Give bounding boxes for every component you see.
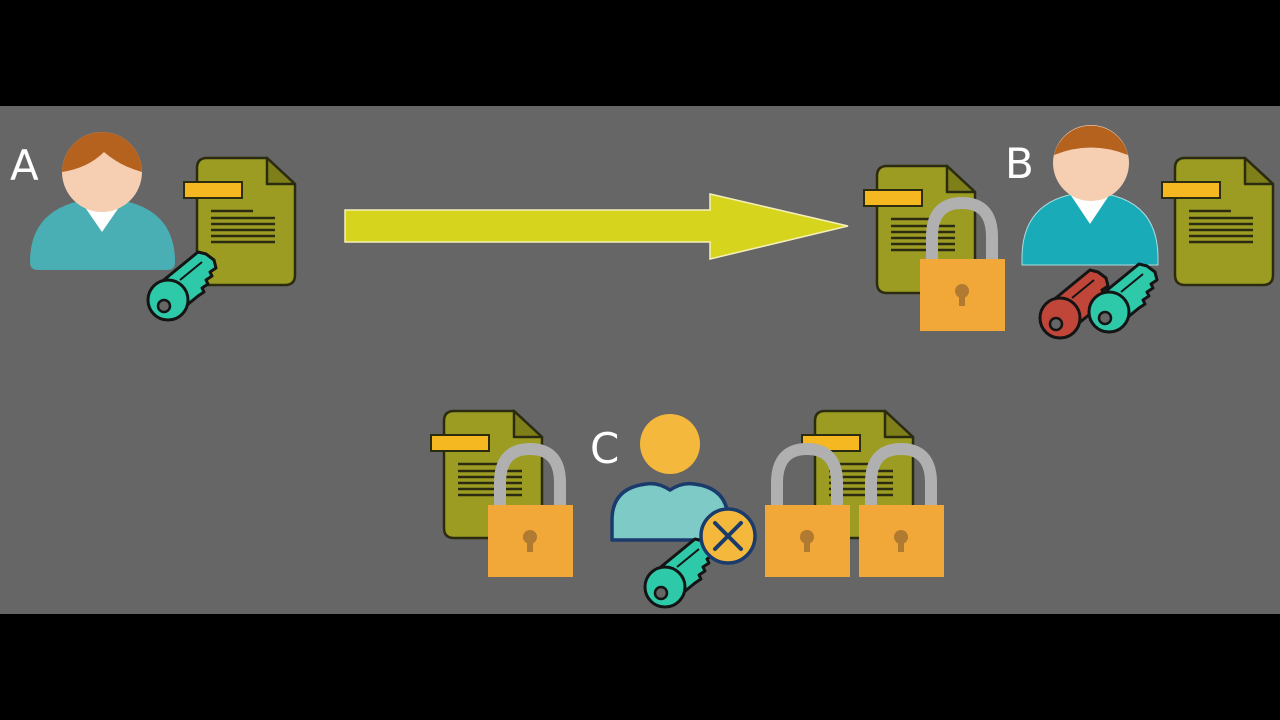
sender-a: A xyxy=(10,132,297,322)
label-c: C xyxy=(590,424,619,473)
send-arrow xyxy=(344,193,849,260)
access-denied-icon xyxy=(699,507,757,565)
person-b-icon xyxy=(1021,125,1159,266)
interceptor-c: C xyxy=(429,409,944,609)
person-c-icon xyxy=(610,414,730,542)
document-b-icon xyxy=(1160,156,1275,287)
recipient-b: B xyxy=(862,125,1275,340)
person-a-icon xyxy=(30,132,175,270)
label-b: B xyxy=(1005,139,1034,188)
label-a: A xyxy=(10,141,39,190)
